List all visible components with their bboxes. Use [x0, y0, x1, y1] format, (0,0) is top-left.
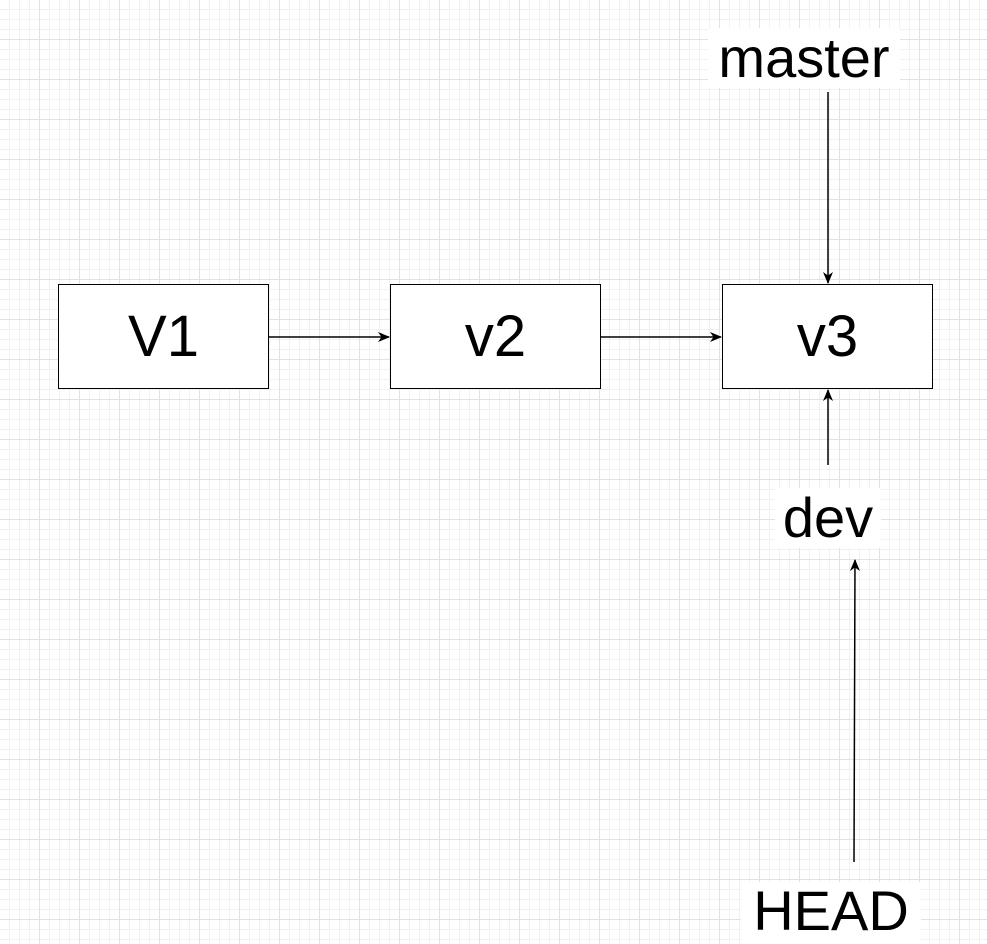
commit-node-v3-label: v3	[796, 303, 859, 369]
commit-node-v1[interactable]: V1	[58, 284, 269, 389]
commit-node-v2[interactable]: v2	[390, 284, 601, 389]
commit-node-v3[interactable]: v3	[722, 284, 933, 389]
edge-head-to-dev	[849, 559, 860, 863]
head-pointer[interactable]: HEAD	[741, 882, 921, 944]
branch-pointer-master[interactable]: master	[708, 28, 900, 88]
commit-node-v1-label: V1	[128, 303, 199, 369]
commit-node-v2-label: v2	[464, 303, 527, 369]
branch-pointer-dev[interactable]: dev	[775, 488, 881, 548]
